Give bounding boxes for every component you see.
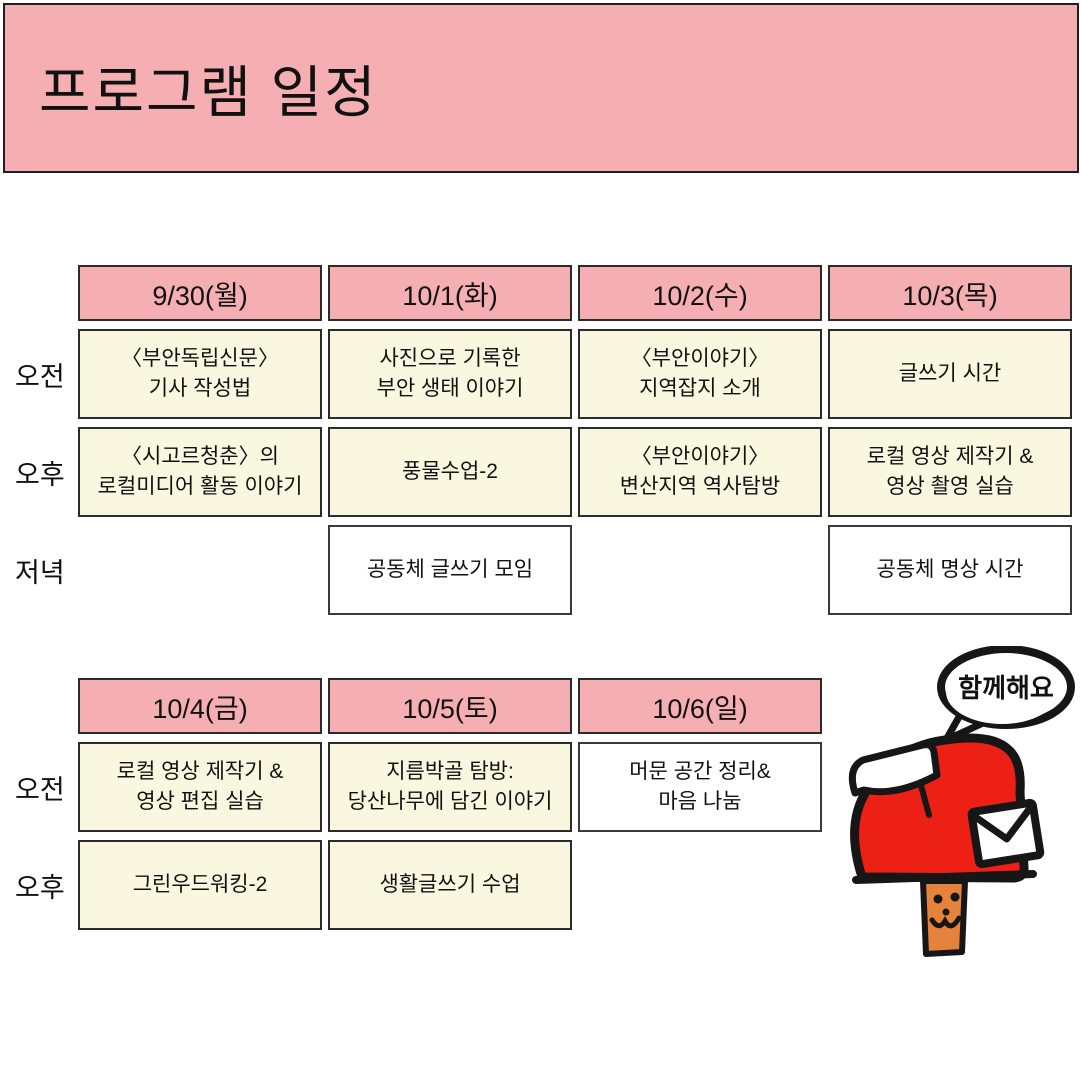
- schedule-cell-1001-evening: 공동체 글쓰기 모임: [328, 525, 572, 615]
- day-header-1003: 10/3(목): [828, 265, 1072, 321]
- schedule-cell-1002-morning: 〈부안이야기〉 지역잡지 소개: [578, 329, 822, 419]
- day-header-1005: 10/5(토): [328, 678, 572, 734]
- mailbox-post-icon: [920, 878, 968, 957]
- page-title: 프로그램 일정: [39, 60, 378, 124]
- row-label-evening: 저녁: [15, 557, 65, 588]
- row-label-morning: 오전: [15, 361, 65, 392]
- schedule-cell-1006-morning: 머문 공간 정리& 마음 나눔: [578, 742, 822, 832]
- speech-bubble: 함께해요: [937, 646, 1075, 744]
- mailbox-flag-icon: [848, 741, 941, 818]
- schedule-cell-1003-afternoon: 로컬 영상 제작기 & 영상 촬영 실습: [828, 427, 1072, 517]
- schedule-cell-1004-morning: 로컬 영상 제작기 & 영상 편집 실습: [78, 742, 322, 832]
- row-label-morning: 오전: [15, 774, 65, 805]
- row-label-afternoon: 오후: [15, 459, 65, 490]
- mailbox-mascot-illustration: 함께해요: [826, 646, 1081, 981]
- week2-schedule: 10/4(금) 10/5(토) 10/6(일) 오전 로컬 영상 제작기 & 영…: [14, 678, 822, 930]
- day-header-1006: 10/6(일): [578, 678, 822, 734]
- schedule-cell-1005-afternoon: 생활글쓰기 수업: [328, 840, 572, 930]
- day-header-0930: 9/30(월): [78, 265, 322, 321]
- schedule-cell-1005-morning: 지름박골 탐방: 당산나무에 담긴 이야기: [328, 742, 572, 832]
- schedule-cell-1001-morning: 사진으로 기록한 부안 생태 이야기: [328, 329, 572, 419]
- schedule-cell-0930-morning: 〈부안독립신문〉 기사 작성법: [78, 329, 322, 419]
- day-header-1004: 10/4(금): [78, 678, 322, 734]
- schedule-cell-1001-afternoon: 풍물수업-2: [328, 427, 572, 517]
- envelope-icon: [967, 798, 1045, 869]
- day-header-1001: 10/1(화): [328, 265, 572, 321]
- week1-schedule: 9/30(월) 10/1(화) 10/2(수) 10/3(목) 오전 〈부안독립…: [14, 265, 1072, 615]
- day-header-1002: 10/2(수): [578, 265, 822, 321]
- title-banner: 프로그램 일정: [3, 3, 1079, 173]
- schedule-cell-1003-evening: 공동체 명상 시간: [828, 525, 1072, 615]
- schedule-cell-0930-afternoon: 〈시고르청춘〉의 로컬미디어 활동 이야기: [78, 427, 322, 517]
- row-label-afternoon: 오후: [15, 872, 65, 903]
- speech-bubble-text: 함께해요: [958, 673, 1054, 703]
- schedule-cell-1004-afternoon: 그린우드워킹-2: [78, 840, 322, 930]
- schedule-cell-1002-afternoon: 〈부안이야기〉 변산지역 역사탐방: [578, 427, 822, 517]
- schedule-cell-1003-morning: 글쓰기 시간: [828, 329, 1072, 419]
